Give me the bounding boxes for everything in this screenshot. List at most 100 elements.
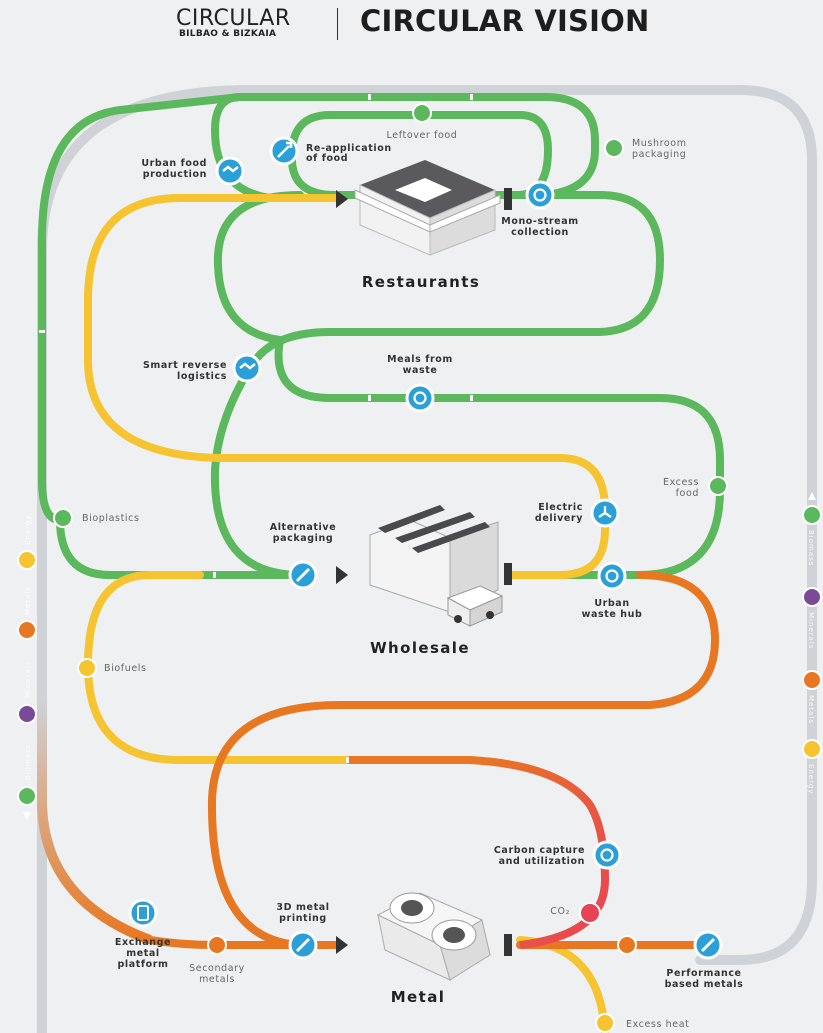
legend-right-minerals: Minerals (807, 612, 815, 650)
legend-right: Biomass Minerals Metals Energy (802, 492, 822, 795)
legend-left-biomass: Biomass (24, 744, 32, 780)
label-leftover-food: Leftover food (387, 130, 458, 141)
legend-right-biomass: Biomass (807, 530, 815, 566)
brand-divider (337, 8, 338, 40)
metals-icon (802, 670, 822, 690)
legend-left: Energy Metals Minerals Biomass (17, 514, 37, 820)
legend-left-energy: Energy (24, 514, 32, 545)
line-ticks (39, 94, 473, 763)
legend-right-energy: Energy (807, 764, 815, 795)
label-electric-1: Electric (538, 502, 583, 513)
chevron-up-icon (808, 492, 816, 500)
arrow-wholesale (336, 566, 348, 584)
metal-building (376, 892, 491, 981)
metal-station-icon (207, 935, 227, 955)
label-carbon-1: Carbon capture (494, 845, 585, 856)
arrow-metal (336, 936, 348, 954)
label-printing-2: printing (279, 913, 327, 924)
restaurants-building (354, 160, 501, 256)
wind-turbine-icon (590, 498, 620, 528)
label-urban-waste-1: Urban (594, 598, 629, 609)
minerals-icon (17, 704, 37, 724)
label-secondary-1: Secondary (189, 963, 245, 974)
leaf-icon (604, 138, 624, 158)
energy-icon (802, 739, 822, 759)
label-srl-2: logistics (177, 371, 227, 382)
label-meals-1: Meals from (387, 354, 453, 365)
leaf-icon (53, 508, 73, 528)
cycle-icon (597, 561, 627, 591)
handshake-icon (232, 353, 262, 383)
metal-station-icon (617, 935, 637, 955)
label-excess-heat: Excess heat (626, 1019, 689, 1030)
label-exchange-2: metal (126, 948, 160, 959)
label-mono-1: Mono-stream (501, 216, 578, 227)
cycle-icon (405, 383, 435, 413)
label-biofuels: Biofuels (104, 663, 147, 674)
biomass-icon (17, 786, 37, 806)
label-reapp-2: of food (306, 153, 348, 164)
stop-metal (504, 934, 512, 956)
label-carbon-2: and utilization (499, 856, 585, 867)
blue-nodes (128, 136, 723, 960)
label-exchange-3: platform (117, 959, 168, 970)
label-reapp-1: Re-application (306, 143, 392, 154)
stop-restaurants (504, 188, 512, 210)
label-perf-1: Performance (666, 968, 741, 979)
legend-left-minerals: Minerals (24, 661, 32, 699)
stop-wholesale (504, 563, 512, 585)
tablet-icon (128, 898, 158, 928)
flame-icon (77, 658, 97, 678)
biomass-icon (802, 505, 822, 525)
label-mushroom-1: Mushroom (632, 138, 687, 149)
leaf-icon (708, 476, 728, 496)
brand-name: CIRCULAR (176, 6, 291, 31)
label-urban-food-1: Urban food (141, 158, 207, 169)
label-co2: CO₂ (550, 906, 570, 917)
label-alt-pack-2: packaging (273, 533, 334, 544)
cycle-icon (592, 840, 622, 870)
label-mono-2: collection (511, 227, 569, 238)
page-title: CIRCULAR VISION (360, 4, 650, 38)
chevron-down-icon (23, 812, 31, 820)
metals-icon (17, 620, 37, 640)
arrow-restaurants (336, 190, 348, 208)
energy-lines (83, 194, 609, 1033)
header: CIRCULAR BILBAO & BIZKAIA CIRCULAR VISIO… (0, 0, 823, 50)
labels: Leftover food Mushroom packaging Re-appl… (82, 130, 743, 1030)
label-electric-2: delivery (535, 513, 583, 524)
heat-icon (595, 1013, 615, 1033)
label-urban-waste-2: waste hub (582, 609, 643, 620)
leaf-icon (412, 103, 432, 123)
label-perf-2: based metals (665, 979, 744, 990)
label-alt-pack-1: Alternative (270, 522, 337, 533)
minerals-icon (802, 587, 822, 607)
label-urban-food-2: production (143, 169, 207, 180)
pencil-icon (288, 560, 318, 590)
hub-metal: Metal (391, 988, 446, 1006)
pencil-icon (693, 930, 723, 960)
co2-line (469, 756, 610, 949)
energy-icon (17, 550, 37, 570)
legend-left-metals: Metals (24, 586, 32, 615)
label-meals-2: waste (403, 365, 438, 376)
flow-arrows (336, 188, 512, 956)
hub-restaurants: Restaurants (362, 273, 480, 291)
hub-wholesale: Wholesale (370, 639, 470, 657)
label-excess-food-1: Excess (663, 477, 699, 488)
legend-right-metals: Metals (807, 695, 815, 724)
label-bioplastics: Bioplastics (82, 513, 140, 524)
handshake-icon (215, 156, 245, 186)
label-mushroom-2: packaging (632, 149, 686, 160)
wholesale-building (369, 505, 504, 627)
co2-icon (579, 902, 601, 924)
cycle-icon (525, 180, 555, 210)
label-excess-food-2: food (676, 488, 699, 499)
wrench-icon (269, 136, 299, 166)
brand-subtitle: BILBAO & BIZKAIA (179, 29, 277, 39)
label-secondary-2: metals (199, 974, 235, 985)
label-exchange-1: Exchange (115, 937, 171, 948)
label-srl-1: Smart reverse (143, 360, 227, 371)
